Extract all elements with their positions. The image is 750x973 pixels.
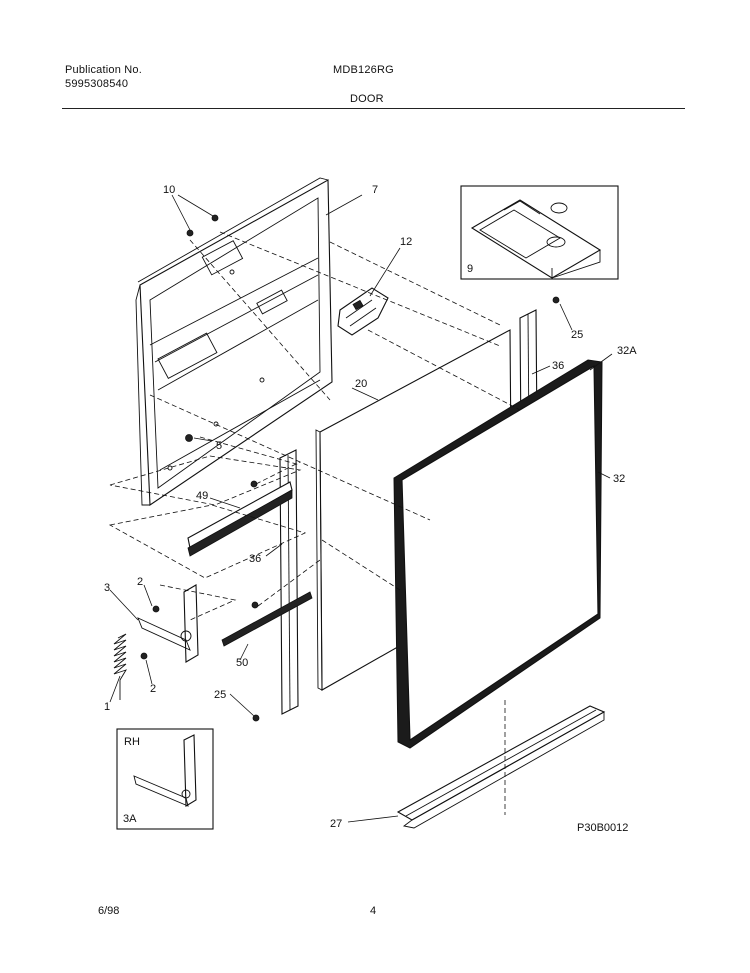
callouts: 10 7 12 9 25 32A 36 20 5 32 49 36 2 3 50… — [104, 184, 637, 834]
callout-32a: 32A — [617, 345, 637, 357]
door-hinge — [137, 584, 199, 663]
header-divider — [62, 108, 685, 109]
callout-2-bottom: 2 — [150, 683, 156, 695]
trim-strip-49 — [187, 481, 293, 557]
model-number: MDB126RG — [333, 64, 394, 76]
callout-25-top: 25 — [571, 329, 583, 341]
publication-label: Publication No. — [65, 64, 142, 76]
callout-36-right: 36 — [552, 360, 564, 372]
callout-7: 7 — [372, 184, 378, 196]
inner-door-panel — [135, 177, 333, 507]
callout-49: 49 — [196, 490, 208, 502]
inset-part-label: 3A — [123, 813, 137, 825]
door-latch — [337, 287, 389, 336]
rh-hinge-inset: RH 3A — [116, 728, 214, 830]
hinge-spring — [113, 633, 128, 700]
figure-code: P30B0012 — [577, 822, 628, 834]
callout-25-bottom: 25 — [214, 689, 226, 701]
callout-50: 50 — [236, 657, 248, 669]
callout-10: 10 — [163, 184, 175, 196]
inset-rh-label: RH — [124, 736, 140, 748]
callout-1: 1 — [104, 701, 110, 713]
section-title: DOOR — [350, 93, 384, 105]
outer-door-panel — [393, 359, 603, 749]
dispenser-inset — [460, 185, 619, 280]
footer-date: 6/98 — [98, 905, 120, 917]
trim-strip-50 — [221, 591, 313, 647]
callout-27: 27 — [330, 818, 342, 830]
alignment-lines — [108, 231, 521, 815]
callout-12: 12 — [400, 236, 412, 248]
callout-3: 3 — [104, 582, 110, 594]
page-number: 4 — [370, 905, 377, 917]
bottom-trim — [396, 705, 606, 829]
callout-5: 5 — [216, 440, 222, 452]
callout-20: 20 — [355, 378, 367, 390]
leader-lines — [109, 194, 613, 823]
callout-2-top: 2 — [137, 576, 143, 588]
callout-36-left: 36 — [249, 553, 261, 565]
callout-9: 9 — [467, 263, 473, 275]
callout-32: 32 — [613, 473, 625, 485]
publication-number: 5995308540 — [65, 78, 129, 90]
side-trim-left — [279, 449, 299, 715]
screws — [140, 214, 560, 722]
